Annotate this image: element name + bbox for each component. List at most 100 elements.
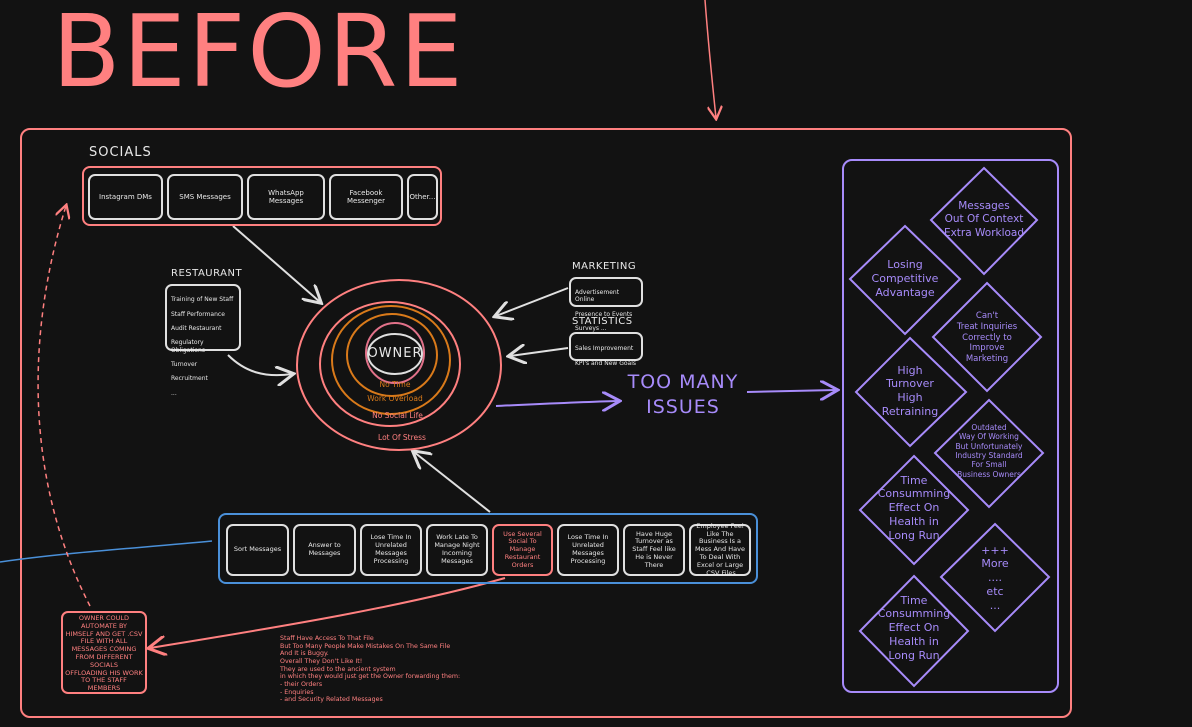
owner-note-line: HIMSELF AND GET .CSV (65, 629, 143, 638)
owner-automation-note: OWNER COULD AUTOMATE BY HIMSELF AND GET … (61, 611, 147, 694)
issue-line: etc (986, 584, 1004, 598)
task-lose-time-1[interactable]: Lose Time In Unrelated Messages Processi… (360, 524, 422, 576)
owner-note-line: FROM DIFFERENT (75, 652, 133, 661)
issue-line: Marketing (965, 353, 1009, 364)
main-frame (20, 128, 1072, 718)
issue-text-6: +++More....etc... (945, 538, 1045, 618)
marketing-line: Presence to Events (575, 310, 633, 318)
issue-line: Turnover (886, 377, 934, 391)
issue-line: Consumming (877, 487, 951, 501)
issue-line: Time (900, 593, 928, 607)
ring-label-no-social-life: No Social Life (372, 411, 423, 420)
issue-line: More (981, 557, 1009, 571)
statistics-label: STATISTICS (572, 316, 633, 327)
issue-line: Competitive (871, 272, 939, 286)
issue-line: Health in (889, 634, 939, 648)
too-many-line: TOO MANY (627, 371, 739, 393)
ring-orange-outer (331, 305, 451, 415)
page-title: BEFORE (52, 0, 465, 110)
restaurant-line: Regulatory Obligations (171, 339, 205, 354)
issue-line: Out Of Context (944, 213, 1024, 226)
social-item-other[interactable]: Other... (407, 174, 438, 220)
restaurant-box: Training of New Staff Staff Performance … (165, 284, 241, 397)
ring-red (319, 301, 461, 427)
restaurant-line: ... (171, 389, 177, 397)
issue-line: Extra Workload (943, 226, 1025, 239)
issue-line: Time (900, 473, 928, 487)
owner-note-line: TO THE STAFF (81, 676, 127, 685)
diamond-3 (854, 336, 968, 448)
ring-label-lot-of-stress: Lot Of Stress (378, 433, 426, 442)
marketing-line: Surveys ... (575, 325, 607, 333)
task-several-socials[interactable]: Use Several Social To Manage Restaurant … (492, 524, 553, 576)
issue-line: Effect On (888, 501, 940, 515)
issue-line: Improve (969, 343, 1005, 354)
restaurant-line: Recruitment (171, 375, 208, 383)
issue-line: Can't (975, 311, 999, 322)
ring-orange-inner (346, 313, 438, 397)
staff-note-line: And It is Buggy. (280, 650, 329, 658)
restaurant-line: Training of New Staff (171, 296, 234, 304)
issue-line: +++ (981, 543, 1009, 557)
issue-line: .... (988, 571, 1002, 585)
task-lose-time-2[interactable]: Lose Time In Unrelated Messages Processi… (557, 524, 619, 576)
task-sort-messages[interactable]: Sort Messages (226, 524, 289, 576)
ring-pink (365, 322, 425, 384)
social-item-whatsapp[interactable]: WhatsApp Messages (247, 174, 325, 220)
arrow-marketing-owner (496, 287, 569, 316)
restaurant-line: Turnover (171, 360, 198, 368)
task-work-late[interactable]: Work Late To Manage Night Incoming Messa… (426, 524, 488, 576)
issue-line: Outdated (971, 422, 1007, 432)
staff-note: Staff Have Access To That File But Too M… (280, 635, 520, 704)
ring-core (367, 333, 423, 375)
arrow-restaurant-owner (227, 354, 292, 375)
social-item-sms[interactable]: SMS Messages (167, 174, 243, 220)
statistics-line: KPI's and New Goals (575, 359, 636, 367)
arrow-top (704, 0, 716, 118)
ring-label-work-overload: Work Overload (367, 394, 423, 403)
tasks-group: Sort Messages Answer to Messages Lose Ti… (218, 513, 758, 584)
ring-label-no-time: No Time (379, 380, 411, 389)
arrow-issues-panel (746, 390, 836, 392)
diamond-5 (858, 454, 970, 566)
issue-line: Losing (887, 258, 923, 272)
arrow-tasks-owner (414, 452, 491, 513)
staff-note-line: in which they would just get the Owner f… (280, 673, 461, 681)
task-huge-turnover[interactable]: Have Huge Turnover as Staff Feel like He… (623, 524, 685, 576)
diamond-7 (858, 574, 970, 688)
issue-line: Business Owners (957, 469, 1021, 479)
task-employee-mess[interactable]: Employee Feel Like The Business Is a Mes… (689, 522, 751, 576)
marketing-label: MARKETING (572, 261, 637, 272)
owner-note-line: FILE WITH ALL (80, 637, 128, 646)
owner-label: OWNER (367, 346, 423, 361)
marketing-box: Advertisement Online Presence to Events … (569, 277, 643, 332)
task-answer-messages[interactable]: Answer to Messages (293, 524, 356, 576)
too-many-issues-label: TOO MANY ISSUES (622, 370, 744, 419)
staff-note-line: They are used to the ancient system (280, 665, 396, 673)
social-item-instagram[interactable]: Instagram DMs (88, 174, 163, 220)
issue-line: Advantage (875, 285, 935, 299)
marketing-line: Advertisement Online (575, 289, 620, 304)
blue-link-line (0, 540, 213, 563)
staff-note-line: Staff Have Access To That File (280, 635, 374, 642)
arrow-owner-issues (495, 401, 618, 406)
issue-line: For Small (971, 460, 1007, 470)
social-item-facebook[interactable]: Facebook Messenger (329, 174, 403, 220)
diamond-0 (929, 166, 1039, 276)
arrow-statistics-owner (510, 348, 569, 356)
issues-panel (842, 159, 1059, 693)
arrow-dashed-socials (37, 206, 91, 607)
issue-line: ... (989, 598, 1001, 612)
issue-line: Retraining (881, 404, 939, 418)
issue-line: But Unfortunately (955, 441, 1023, 451)
socials-label: SOCIALS (89, 145, 152, 160)
issue-line: Way Of Working (959, 432, 1019, 442)
issue-line: Industry Standard (955, 451, 1023, 460)
